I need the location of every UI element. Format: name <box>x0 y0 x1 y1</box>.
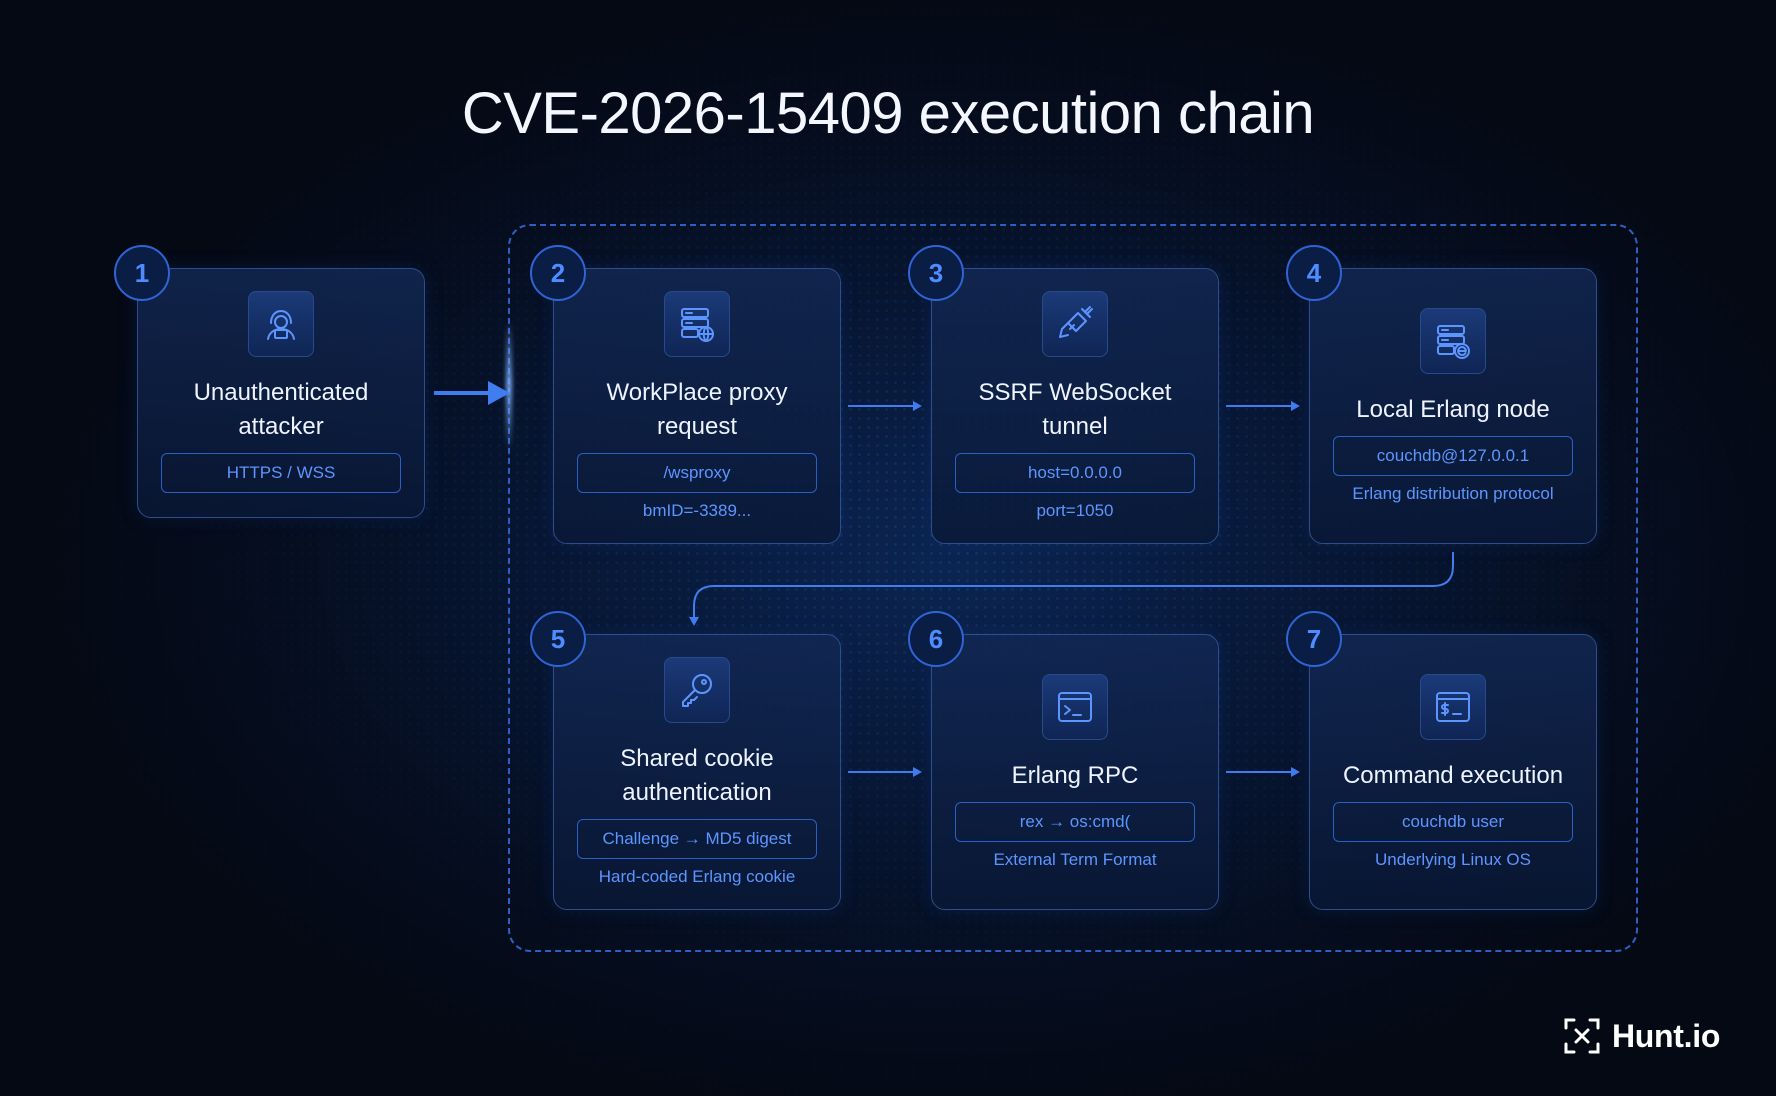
step-card-3: 3 SSRF WebSocket tunnel host=0.0.0.0 por… <box>908 245 1219 544</box>
step-icon-container <box>1042 291 1108 357</box>
brand-name: Hunt.io <box>1612 1017 1721 1054</box>
step-card-5: 5 Shared cookie authentication Challenge… <box>530 611 841 910</box>
plug-tunnel-icon <box>1059 306 1093 338</box>
step-title-line: tunnel <box>1042 413 1108 440</box>
step-detail-pill: Challenge → MD5 digest <box>577 819 817 859</box>
step-detail-pill: couchdb@127.0.0.1 <box>1333 436 1573 476</box>
step-number-badge: 4 <box>1286 245 1342 301</box>
step-card-7: 7 Command execution couchdb user Underly… <box>1286 611 1597 910</box>
step-card-2: 2 WorkPlace proxy request /wsproxy bmID=… <box>530 245 841 544</box>
step-subtext: Erlang distribution protocol <box>1352 484 1554 503</box>
step-number-badge: 6 <box>908 611 964 667</box>
step-title-line: Local Erlang node <box>1356 396 1550 423</box>
step-number-badge: 7 <box>1286 611 1342 667</box>
step-icon-container <box>1042 674 1108 740</box>
step-subtext: External Term Format <box>993 850 1157 869</box>
step-title-line: WorkPlace proxy <box>606 379 788 406</box>
step-title-line: Command execution <box>1342 762 1564 789</box>
step-subtext: Hard-coded Erlang cookie <box>598 867 796 886</box>
step-icon-container <box>664 291 730 357</box>
step-icon-container <box>1420 308 1486 374</box>
step-title-line: request <box>656 413 738 440</box>
shell-window-icon <box>1436 692 1470 722</box>
diagram-title: CVE-2026-15409 execution chain <box>461 81 1315 146</box>
step-title-line: SSRF WebSocket <box>978 379 1172 406</box>
step-card-4: 4 Local Erlang node couchdb@127.0.0.1 Er… <box>1286 245 1597 544</box>
step-detail-pill: rex → os:cmd( <box>955 802 1195 842</box>
step-detail-pill: couchdb user <box>1333 802 1573 842</box>
step-title-line: attacker <box>238 413 324 440</box>
step-title-line: Erlang RPC <box>1011 762 1139 789</box>
step-subtext: port=1050 <box>1036 501 1114 520</box>
server-globe-icon <box>681 308 714 342</box>
key-icon <box>682 674 712 707</box>
arrow-4-to-5 <box>689 552 1454 626</box>
step-title-line: Unauthenticated <box>193 379 369 406</box>
step-subtext: bmID=-3389... <box>642 501 752 520</box>
step-icon-container <box>664 657 730 723</box>
step-detail-pill: host=0.0.0.0 <box>955 453 1195 493</box>
step-subtext: Underlying Linux OS <box>1375 850 1531 869</box>
terminal-icon <box>1058 692 1092 722</box>
brand-logo: Hunt.io <box>1562 1014 1720 1058</box>
step-title-line: Shared cookie <box>620 745 774 772</box>
step-icon-container <box>248 291 314 357</box>
hunt-logo-icon <box>1564 1018 1600 1054</box>
step-title-line: authentication <box>622 779 772 806</box>
hacker-icon <box>267 310 295 340</box>
step-icon-container <box>1420 674 1486 740</box>
step-card-1: 1 Unauthenticated attacker HTTPS / WSS <box>114 245 425 518</box>
step-number-badge: 3 <box>908 245 964 301</box>
step-detail-pill: HTTPS / WSS <box>161 453 401 493</box>
step-detail-pill: /wsproxy <box>577 453 817 493</box>
erlang-server-icon <box>1437 325 1470 359</box>
step-card-6: 6 Erlang RPC rex → os:cmd( External Term… <box>908 611 1219 910</box>
step-number-badge: 5 <box>530 611 586 667</box>
step-number-badge: 1 <box>114 245 170 301</box>
exploit-boundary <box>508 224 1638 952</box>
step-number-badge: 2 <box>530 245 586 301</box>
